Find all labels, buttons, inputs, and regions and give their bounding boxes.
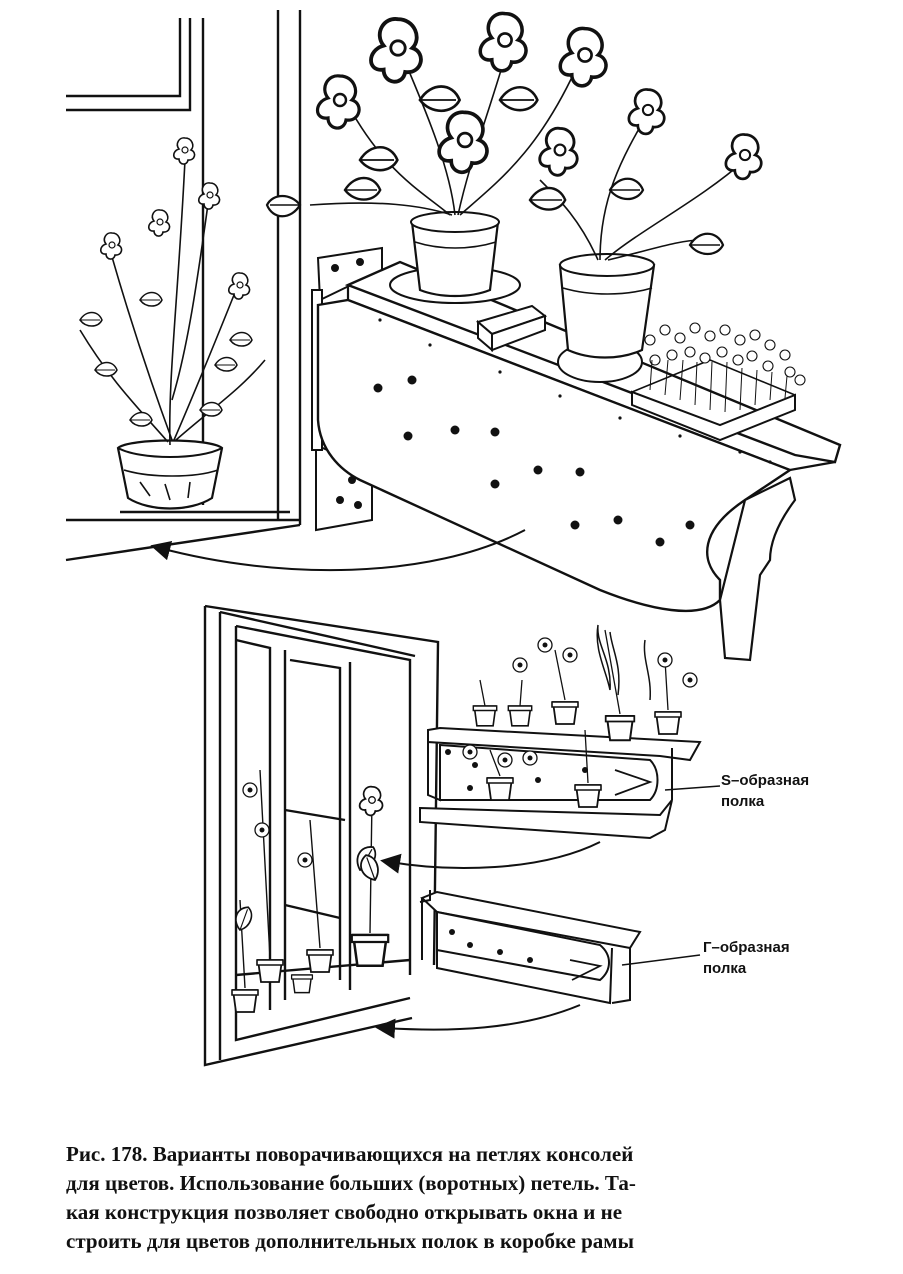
illustration bbox=[65, 10, 842, 1067]
s-shelf-label-line-2: полка bbox=[721, 793, 765, 810]
top-rotation-arrow-icon bbox=[150, 529, 526, 572]
g-shelf-rotation-arrow-icon bbox=[375, 1004, 581, 1039]
caption-line-1-text: Варианты поворачивающихся на петлях конс… bbox=[147, 1142, 634, 1166]
caption-line-1: Рис. 178. Варианты поворачивающихся на п… bbox=[66, 1140, 842, 1169]
g-shelf-label: Г–образная полка bbox=[703, 937, 790, 979]
shelf-small-box bbox=[475, 304, 548, 353]
top-left-flower-pot bbox=[79, 137, 266, 510]
figure-caption: Рис. 178. Варианты поворачивающихся на п… bbox=[66, 1140, 842, 1256]
shelf-pot-right bbox=[528, 88, 763, 383]
window-plants bbox=[231, 769, 390, 1013]
s-shelf-rotation-arrow-icon bbox=[380, 841, 601, 874]
g-shelf-label-line-2: полка bbox=[703, 960, 747, 977]
g-shelf-label-line-1: Г–образная bbox=[703, 939, 790, 956]
seedling-tray bbox=[631, 322, 806, 442]
g-shelf bbox=[419, 890, 642, 1005]
s-shelf bbox=[419, 624, 702, 840]
shelf-pot-left bbox=[265, 11, 608, 304]
s-shelf-label-line-1: S–образная bbox=[721, 772, 810, 789]
caption-line-2: для цветов. Использование больших (ворот… bbox=[66, 1171, 636, 1195]
top-window-frame bbox=[65, 10, 302, 562]
g-shelf-leader-line bbox=[621, 954, 701, 966]
s-shelf-label: S–образная полка bbox=[721, 770, 809, 812]
caption-prefix: Рис. 178. bbox=[66, 1142, 148, 1166]
caption-line-3: кая конструкция позволяет свободно откры… bbox=[66, 1200, 623, 1224]
s-shelf-leader-line bbox=[664, 785, 721, 791]
caption-line-4: строить для цветов дополнительных полок … bbox=[66, 1229, 634, 1253]
